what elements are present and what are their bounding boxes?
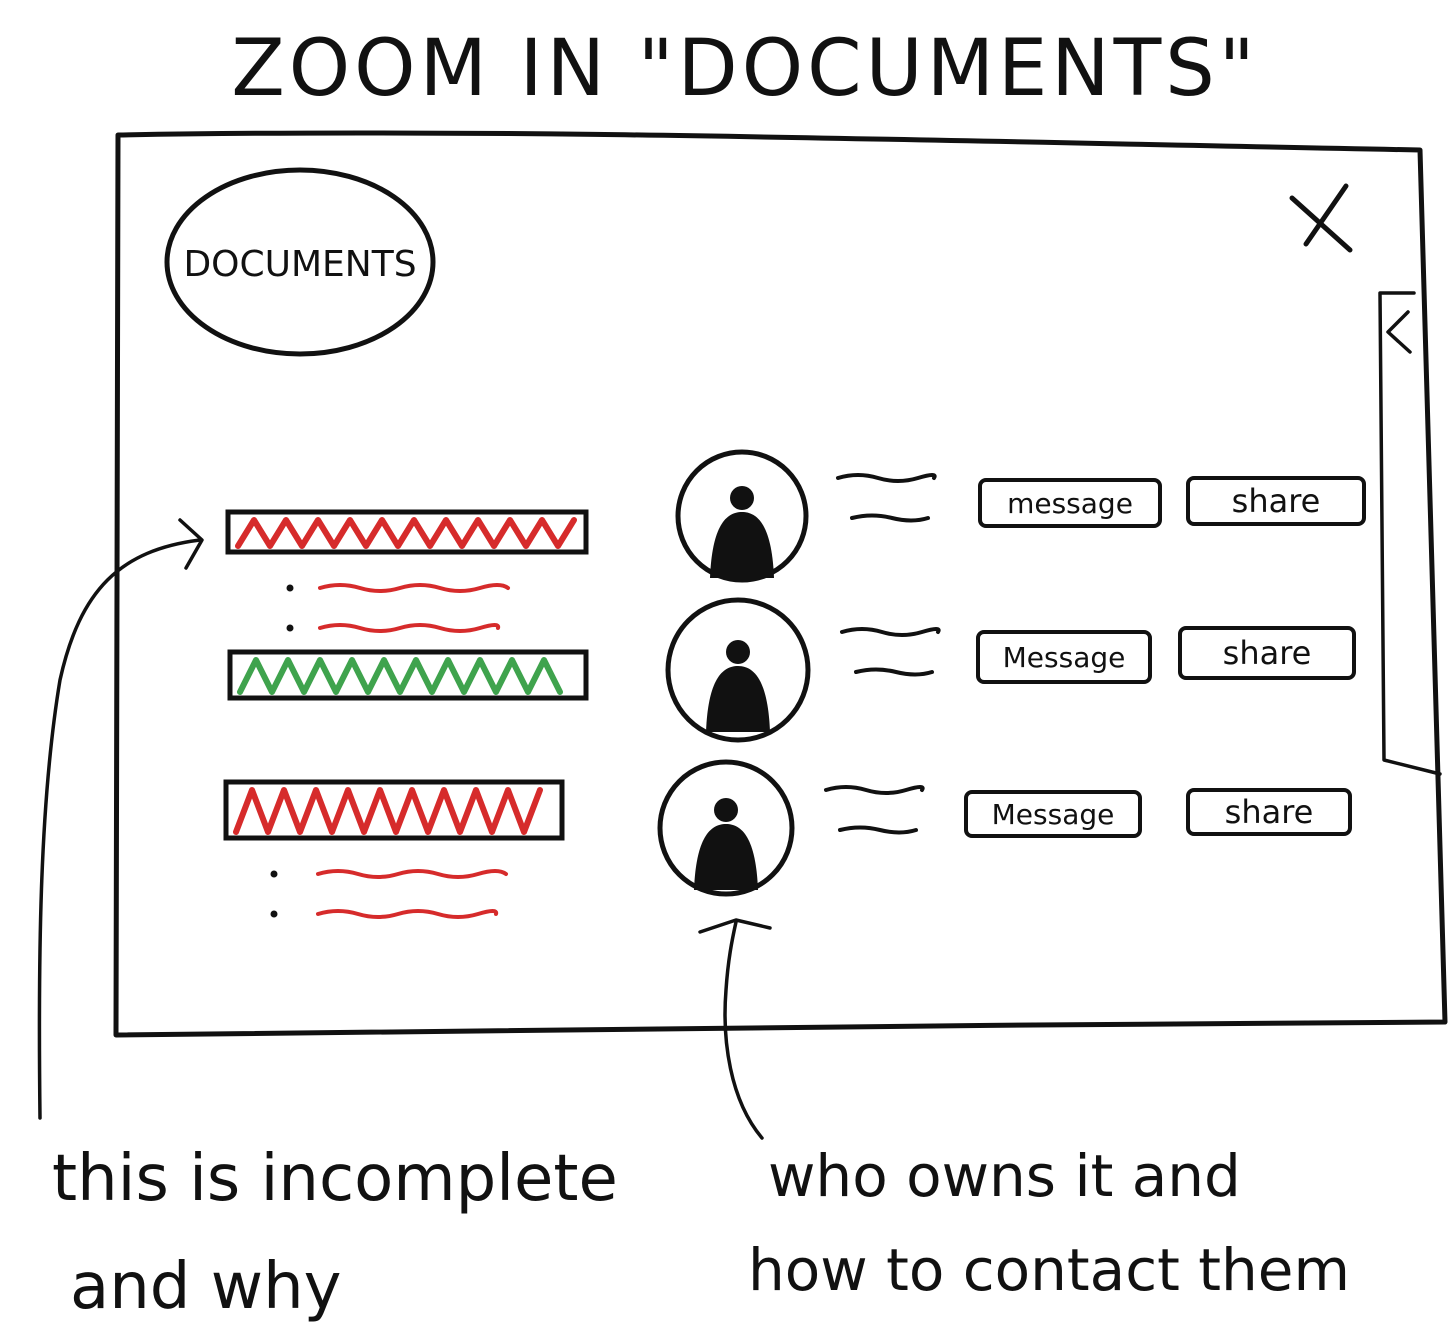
message-button-label: Message bbox=[1003, 641, 1126, 674]
incomplete-annotation-arrow bbox=[37, 538, 202, 1120]
document-status-incomplete-fill bbox=[233, 787, 543, 835]
share-button-label: share bbox=[1225, 793, 1314, 831]
documents-heading-circle bbox=[164, 167, 436, 357]
message-button-label: Message bbox=[992, 798, 1115, 831]
side-tab-outline bbox=[1378, 291, 1442, 776]
owner-annotation-arrow bbox=[723, 920, 764, 1140]
owner-row: message share bbox=[675, 449, 1366, 583]
owner-annotation-arrowhead bbox=[698, 918, 772, 934]
person-avatar-icon bbox=[665, 597, 811, 743]
document-status-incomplete-fill bbox=[235, 517, 577, 549]
share-button[interactable]: share bbox=[1186, 476, 1366, 526]
owner-detail-scribble bbox=[850, 513, 930, 523]
message-button[interactable]: message bbox=[978, 478, 1162, 528]
document-bar-outline bbox=[225, 509, 589, 555]
documents-heading: DOCUMENTS bbox=[183, 244, 416, 285]
reason-text-scribble bbox=[316, 869, 508, 879]
owner-row: Message share bbox=[657, 759, 1352, 897]
documents-panel-frame bbox=[112, 130, 1448, 1038]
reason-text-scribble bbox=[318, 623, 501, 633]
chevron-left-icon bbox=[1386, 310, 1412, 354]
owner-name-scribble bbox=[824, 785, 925, 795]
document-item[interactable] bbox=[223, 779, 565, 919]
share-button[interactable]: share bbox=[1186, 788, 1352, 836]
document-bar-outline bbox=[227, 649, 589, 701]
sketch-title: ZOOM IN "DOCUMENTS" bbox=[231, 24, 1258, 114]
document-bar-outline bbox=[223, 779, 565, 841]
close-button[interactable] bbox=[1289, 183, 1353, 253]
incomplete-annotation-line2: and why bbox=[70, 1250, 342, 1324]
close-icon bbox=[1289, 183, 1353, 253]
message-button[interactable]: Message bbox=[976, 630, 1152, 684]
owner-annotation-line1: who owns it and bbox=[768, 1142, 1241, 1210]
document-status-complete-fill bbox=[237, 657, 563, 695]
owner-detail-scribble bbox=[838, 825, 918, 835]
message-button[interactable]: Message bbox=[964, 790, 1142, 838]
owner-name-scribble bbox=[836, 473, 937, 483]
side-panel-toggle[interactable] bbox=[1378, 291, 1442, 776]
person-avatar-icon bbox=[675, 449, 809, 583]
person-avatar-icon bbox=[657, 759, 795, 897]
document-item[interactable] bbox=[225, 509, 589, 633]
reason-bullet bbox=[286, 624, 294, 632]
owner-row: Message share bbox=[665, 597, 1356, 743]
incomplete-annotation-line1: this is incomplete bbox=[52, 1142, 618, 1216]
reason-text-scribble bbox=[316, 909, 499, 919]
owner-name-scribble bbox=[840, 627, 941, 637]
reason-bullet bbox=[270, 910, 278, 918]
message-button-label: message bbox=[1007, 487, 1133, 520]
document-list bbox=[223, 509, 589, 919]
owner-annotation-line2: how to contact them bbox=[748, 1236, 1350, 1304]
share-button-label: share bbox=[1232, 482, 1321, 520]
share-button-label: share bbox=[1223, 634, 1312, 672]
share-button[interactable]: share bbox=[1178, 626, 1356, 680]
reason-bullet bbox=[286, 584, 294, 592]
reason-bullet bbox=[270, 870, 278, 878]
reason-text-scribble bbox=[318, 583, 510, 593]
document-item[interactable] bbox=[227, 649, 589, 701]
owner-detail-scribble bbox=[854, 667, 934, 677]
incomplete-annotation-arrowhead bbox=[178, 518, 204, 570]
